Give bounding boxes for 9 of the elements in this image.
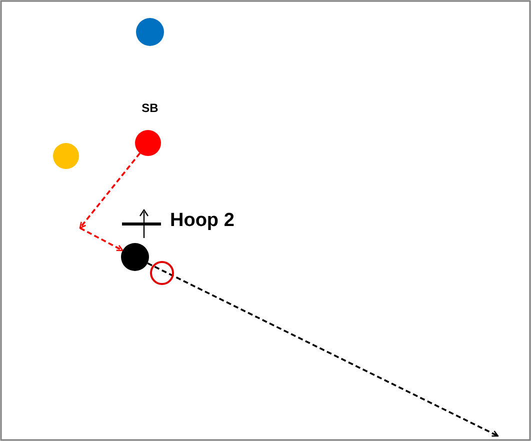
ball bbox=[136, 18, 164, 46]
hoop-label: Hoop 2 bbox=[170, 210, 234, 232]
arrow bbox=[147, 262, 499, 437]
ball-label: SB bbox=[142, 101, 158, 115]
ball bbox=[121, 243, 149, 271]
ball bbox=[135, 130, 161, 156]
target-ring bbox=[150, 261, 174, 285]
arrow bbox=[78, 152, 141, 252]
ball bbox=[53, 143, 79, 169]
